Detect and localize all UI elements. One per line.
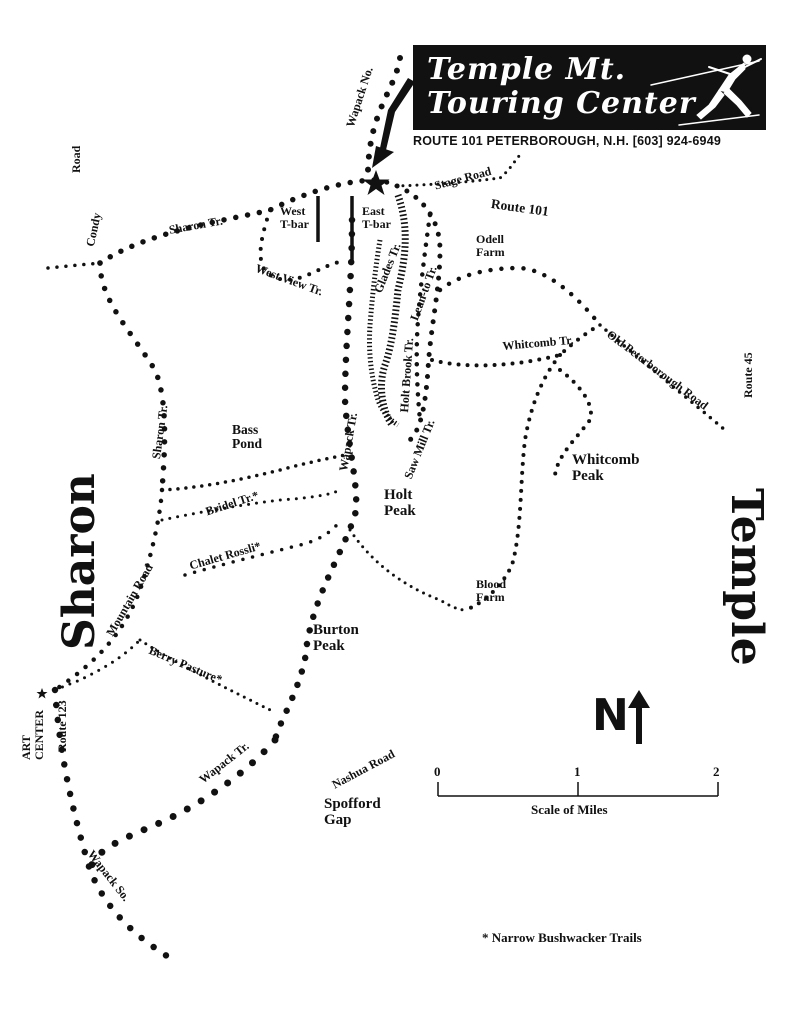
route-45-label: Route 45: [741, 352, 755, 398]
town-sharon: Sharon: [54, 473, 105, 650]
trail-east-loop: [373, 177, 443, 443]
trail-whitcomb: [430, 323, 602, 368]
trail-art-center-link: [53, 638, 142, 692]
scale-tick-1: 1: [574, 764, 581, 779]
trail-sharon-top: [97, 177, 379, 266]
trail-stage-road: [394, 153, 522, 188]
trail-whitcomb-peak: [553, 368, 593, 477]
pointer-arrow-icon: [378, 78, 415, 163]
cross-country-skier-icon: [650, 54, 762, 126]
road-condy-west: [46, 261, 102, 270]
scale-bar: [437, 782, 719, 797]
town-temple: Temple: [721, 488, 772, 666]
trail-west-view: [258, 208, 342, 282]
condy-road-label-road: Road: [69, 145, 83, 173]
trail-bridel: [160, 453, 347, 492]
north-label: N: [592, 690, 629, 741]
touring-center-star-icon: [362, 170, 390, 195]
pointer-arrowhead-icon: [372, 146, 394, 168]
trail-wapack-spine: [271, 216, 360, 744]
trail-wapack-so: [51, 686, 174, 962]
scale-tick-0: 0: [434, 764, 441, 779]
trail-chalet-rossli: [183, 518, 342, 577]
north-arrow-icon: [628, 690, 650, 744]
trail-glades-inner: [367, 239, 400, 428]
scale-label: Scale of Miles: [531, 802, 608, 817]
trail-chalet-rossli-upper: [160, 488, 342, 522]
trail-wapack-south: [86, 736, 279, 874]
road-mountain: [52, 487, 165, 693]
banner-title-line1: Temple Mt.: [427, 52, 627, 87]
touring-center-banner: Temple Mt. Touring Center: [413, 45, 766, 130]
scale-tick-2: 2: [713, 764, 720, 779]
banner-title-line2: Touring Center: [427, 86, 696, 121]
trail-blood-farm: [348, 528, 467, 612]
route-123-label: Route 123: [55, 700, 69, 752]
art-center-star-icon: [36, 688, 48, 699]
trail-wapack-north: [365, 55, 403, 173]
footnote-bushwacker: * Narrow Bushwacker Trails: [482, 930, 642, 945]
trail-berry-pasture: [138, 638, 277, 714]
trail-to-odell: [437, 265, 603, 328]
banner-address: ROUTE 101 PETERBOROUGH, N.H. [603] 924-6…: [413, 134, 722, 148]
trail-glades: [377, 193, 409, 427]
trail-whitcomb-loop: [463, 353, 562, 612]
